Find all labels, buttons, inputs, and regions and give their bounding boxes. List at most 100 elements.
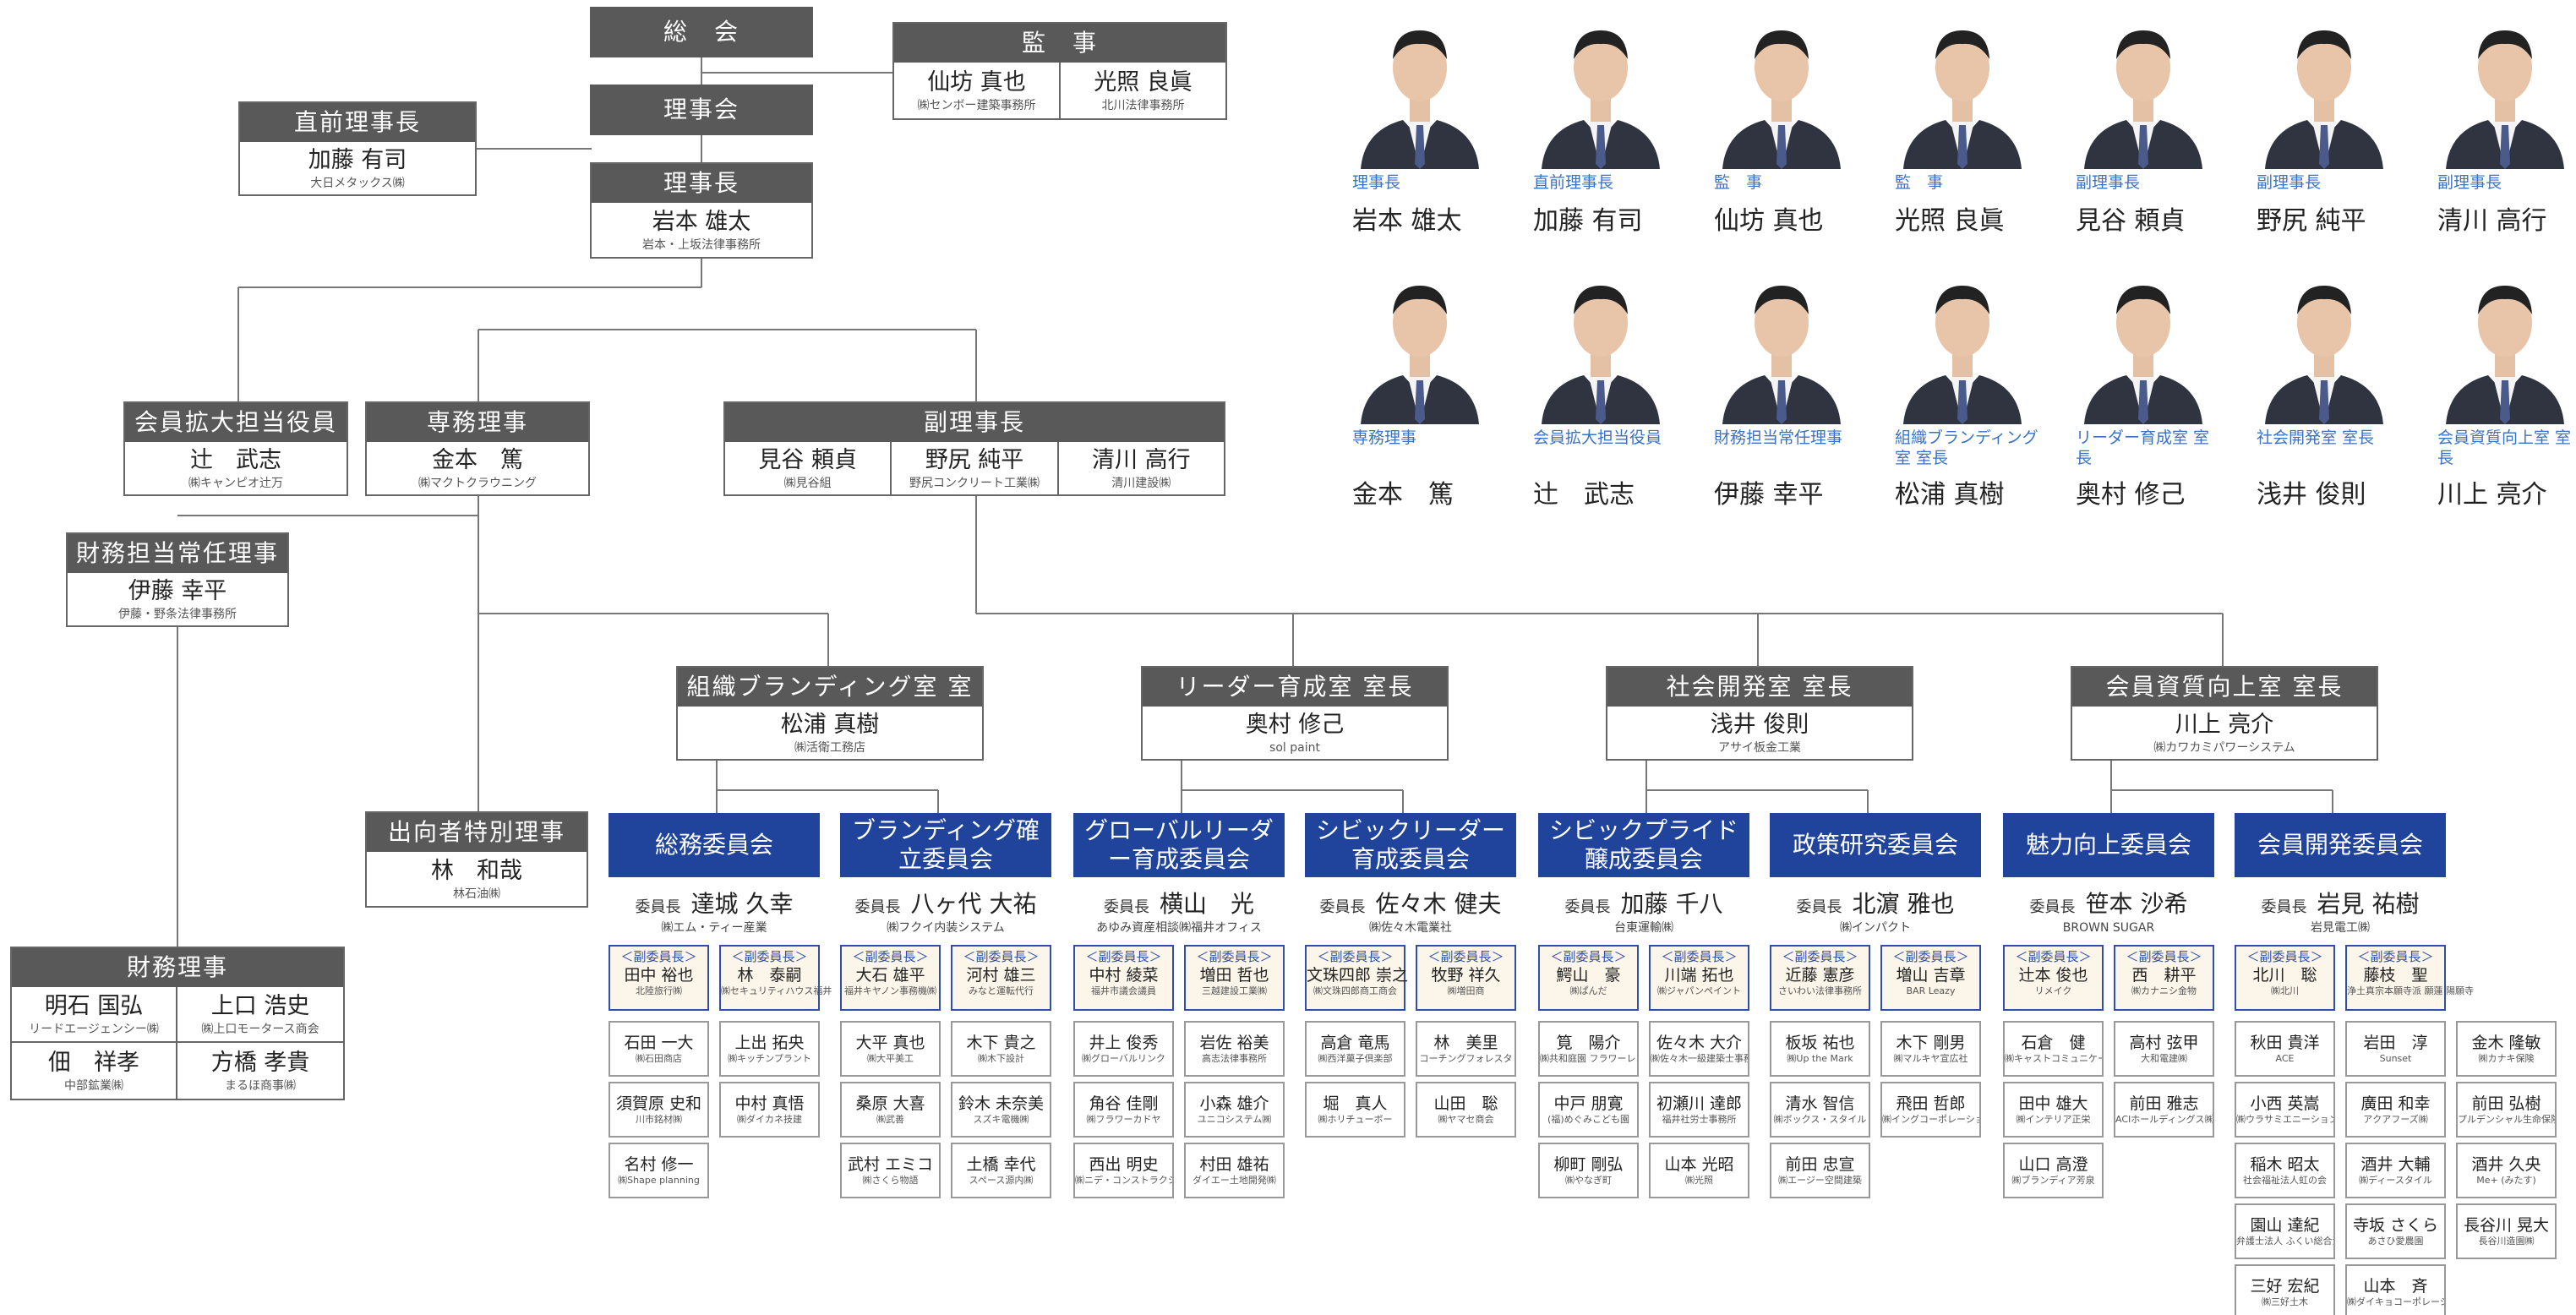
portrait-photo bbox=[1714, 267, 1849, 424]
office-head-title: 社会開発室 室長 bbox=[1607, 668, 1912, 707]
member-name: 佐々木 大介 bbox=[1656, 1034, 1743, 1052]
vice-chair-card: ＜副委員長＞文珠四郎 崇之㈱文珠四郎商工商会 bbox=[1305, 945, 1409, 1011]
general-assembly-box: 総 会 bbox=[590, 7, 813, 57]
committee-title: 総務委員会 bbox=[609, 813, 820, 877]
portrait-role: 財務担当常任理事 bbox=[1714, 428, 1843, 447]
member-org: ㈱佐々木一級建築士事務所 bbox=[1651, 1053, 1748, 1064]
member-name: 上出 拓央 bbox=[734, 1034, 805, 1052]
office-head-box: 社会開発室 室長 浅井 俊則アサイ板金工業 bbox=[1606, 666, 1913, 761]
member-name: 前田 忠宣 bbox=[1785, 1155, 1855, 1174]
office-head-person: 浅井 俊則アサイ板金工業 bbox=[1607, 707, 1912, 759]
vice-president-box: 副理事長 見谷 頼貞㈱見谷組 野尻 純平野尻コンクリート工業㈱ 清川 高行清川建… bbox=[723, 401, 1225, 496]
person-org: 伊藤・野条法律事務所 bbox=[118, 608, 237, 621]
finance-board-person: 上口 浩史㈱上口モータース商会 bbox=[177, 987, 343, 1043]
person-name: 清川 高行 bbox=[1092, 447, 1191, 473]
general-assembly-title: 総 会 bbox=[590, 7, 813, 57]
portrait-name: 岩本 雄太 bbox=[1352, 206, 1462, 236]
member-name: 清水 智信 bbox=[1785, 1094, 1855, 1113]
member-name: 名村 修一 bbox=[624, 1155, 694, 1174]
member-card: 土橋 幸代スペース源内㈱ bbox=[951, 1143, 1051, 1198]
member-name: 大平 真也 bbox=[855, 1034, 925, 1052]
executive-director-title: 専務理事 bbox=[367, 403, 588, 442]
vice-chair-name: 増山 吉章 bbox=[1896, 966, 1966, 985]
person-silhouette-icon bbox=[2084, 286, 2202, 424]
executive-director-person: 金本 篤㈱マクトクラウニング bbox=[367, 442, 588, 494]
portrait-photo bbox=[2437, 12, 2573, 169]
vice-chair-label: ＜副委員長＞ bbox=[1892, 949, 1969, 964]
member-name: 山本 斉 bbox=[2363, 1277, 2428, 1296]
member-card: 寺坂 さくらあさひ愛農園 bbox=[2345, 1203, 2446, 1259]
vice-chair-name: 増田 哲也 bbox=[1199, 966, 1269, 985]
member-name: 長谷川 晃大 bbox=[2463, 1216, 2550, 1235]
member-org: ㈱ホリチューボー bbox=[1318, 1114, 1393, 1125]
committee-chair: 委員長佐々木 健夫㈱佐々木電業社 bbox=[1305, 886, 1516, 936]
vice-chair-org: さいわい法律事務所 bbox=[1778, 985, 1862, 996]
person-org: ㈱上口モータース商会 bbox=[201, 1023, 319, 1036]
member-name: 高倉 竜馬 bbox=[1320, 1034, 1390, 1052]
committee-chair: 委員長横山 光あゆみ資産相談㈱福井オフィス bbox=[1073, 886, 1285, 936]
membership-officer-box: 会員拡大担当役員 辻 武志㈱キャンピオ辻万 bbox=[123, 401, 348, 496]
member-name: 石倉 健 bbox=[2021, 1034, 2086, 1052]
portrait-photo bbox=[2257, 12, 2392, 169]
member-card: 村田 雄祐ダイエー土地開発㈱ bbox=[1184, 1143, 1285, 1198]
person-org: アサイ板金工業 bbox=[1718, 741, 1801, 755]
member-name: 筧 陽介 bbox=[1556, 1034, 1621, 1052]
person-silhouette-icon bbox=[1903, 30, 2022, 169]
auditor-box: 監 事 仙坊 真也㈱センボー建築事務所 光照 良眞北川法律事務所 bbox=[892, 22, 1227, 120]
person-org: sol paint bbox=[1269, 741, 1320, 755]
member-card: 中戸 朋寛(福)めぐみこども園 bbox=[1538, 1082, 1639, 1138]
vice-chair-org: リメイク bbox=[2034, 985, 2072, 996]
vice-chair-name: 文珠四郎 崇之 bbox=[1307, 966, 1409, 985]
portrait-name: 浅井 俊則 bbox=[2257, 480, 2366, 510]
vice-chair-org: 福井キヤノン事務機㈱ bbox=[843, 985, 937, 996]
member-org: ACIホールディングス㈱ bbox=[2115, 1114, 2213, 1125]
vice-chair-org: 福井市議会議員 bbox=[1091, 985, 1156, 996]
member-card: 上出 拓央㈱キッチンプラント bbox=[719, 1021, 820, 1077]
person-silhouette-icon bbox=[1361, 30, 1479, 169]
person-name: 仙坊 真也 bbox=[927, 69, 1026, 95]
chair-org: BROWN SUGAR bbox=[2062, 921, 2155, 935]
member-name: 角谷 佳剛 bbox=[1089, 1094, 1159, 1113]
member-name: 石田 一大 bbox=[624, 1034, 694, 1052]
portrait-name: 川上 亮介 bbox=[2437, 480, 2547, 510]
person-silhouette-icon bbox=[1903, 286, 2022, 424]
vice-chair-org: ㈱セキュリティハウス福井 bbox=[721, 985, 832, 996]
member-name: 初瀬川 達郎 bbox=[1656, 1094, 1743, 1113]
member-name: 中村 真悟 bbox=[734, 1094, 805, 1113]
person-org: 野尻コンクリート工業㈱ bbox=[909, 477, 1040, 490]
chair-org: ㈱インパクト bbox=[1840, 921, 1911, 935]
vice-chair-card: ＜副委員長＞中村 綾菜福井市議会議員 bbox=[1073, 945, 1174, 1011]
member-org: ㈱ボックス・スタイル bbox=[1773, 1114, 1867, 1125]
special-director-box: 出向者特別理事 林 和哉林石油㈱ bbox=[365, 811, 588, 908]
member-org: 弁護士法人 ふくい総合法律事務所 bbox=[2236, 1236, 2333, 1247]
vice-chair-org: ㈱北川 bbox=[2271, 985, 2299, 996]
member-org: アクアフーズ㈱ bbox=[2363, 1114, 2428, 1125]
vice-chair-card: ＜副委員長＞河村 雄三みなと運転代行 bbox=[951, 945, 1051, 1011]
vice-chair-label: ＜副委員長＞ bbox=[1085, 949, 1162, 964]
member-card: 廣田 和幸アクアフーズ㈱ bbox=[2345, 1082, 2446, 1138]
member-org: ダイエー土地開発㈱ bbox=[1192, 1175, 1276, 1186]
member-org: ㈱武善 bbox=[876, 1114, 904, 1125]
member-org: ㈱Up the Mark bbox=[1787, 1053, 1853, 1064]
member-card: 清水 智信㈱ボックス・スタイル bbox=[1770, 1082, 1870, 1138]
vice-chair-name: 林 泰嗣 bbox=[737, 966, 802, 985]
finance-board-box: 財務理事 明石 国弘リードエージェンシー㈱ 上口 浩史㈱上口モータース商会 佃 … bbox=[10, 947, 345, 1100]
portrait-photo bbox=[2076, 12, 2211, 169]
chair-name: 佐々木 健夫 bbox=[1375, 890, 1502, 918]
member-card: 井上 俊秀㈱グローバルリンク bbox=[1073, 1021, 1174, 1077]
person-org: ㈱カワカミパワーシステム bbox=[2153, 741, 2295, 755]
member-org: ㈱ニデ・コンストラクション bbox=[1075, 1175, 1172, 1186]
vice-chair-name: 牧野 祥久 bbox=[1431, 966, 1501, 985]
portrait-name: 野尻 純平 bbox=[2257, 206, 2366, 236]
member-card: 石倉 健㈱キャストコミュニケーションズ bbox=[2003, 1021, 2104, 1077]
vice-president-person: 清川 高行清川建設㈱ bbox=[1059, 442, 1224, 494]
person-org: ㈱活衛工務店 bbox=[794, 741, 865, 755]
member-org: ㈱マルキヤ宣広社 bbox=[1893, 1053, 1968, 1064]
member-card: 小森 雄介ユニコシステム㈱ bbox=[1184, 1082, 1285, 1138]
finance-board-person: 明石 国弘リードエージェンシー㈱ bbox=[12, 987, 177, 1043]
vice-chair-name: 大石 雄平 bbox=[855, 966, 925, 985]
member-org: ㈱ブランディア芳泉 bbox=[2011, 1175, 2095, 1186]
